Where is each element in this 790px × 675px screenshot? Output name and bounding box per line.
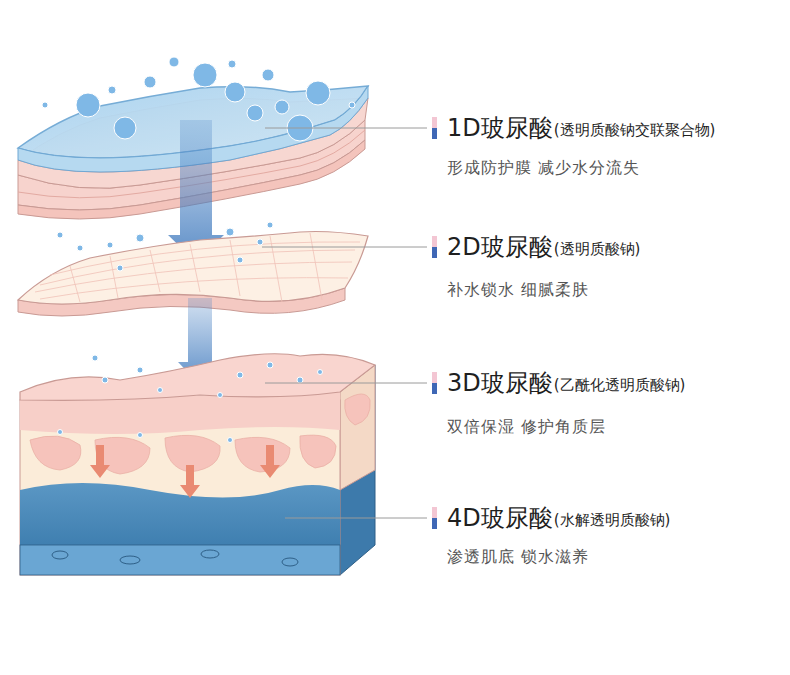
- leader-lines: [262, 128, 427, 518]
- water-droplets: [42, 57, 355, 443]
- product-name: 4D玻尿酸: [447, 504, 553, 532]
- product-name: 1D玻尿酸: [447, 114, 553, 142]
- benefit-text: 形成防护膜 减少水分流失: [447, 157, 640, 179]
- ingredient-note: (透明质酸钠交联聚合物): [554, 120, 716, 140]
- product-name: 2D玻尿酸: [447, 233, 553, 261]
- benefit-text: 渗透肌底 锁水滋养: [447, 546, 589, 568]
- ingredient-note: (水解透明质酸钠): [554, 510, 671, 530]
- ingredient-note: (乙酰化透明质酸钠): [554, 375, 686, 395]
- product-name: 3D玻尿酸: [447, 369, 553, 397]
- skin-block: [20, 354, 375, 575]
- benefit-text: 双倍保湿 修护角质层: [447, 416, 606, 438]
- ingredient-note: (透明质酸钠): [554, 239, 641, 259]
- colour-bars: [432, 117, 437, 529]
- benefit-text: 补水锁水 细腻柔肤: [447, 279, 589, 301]
